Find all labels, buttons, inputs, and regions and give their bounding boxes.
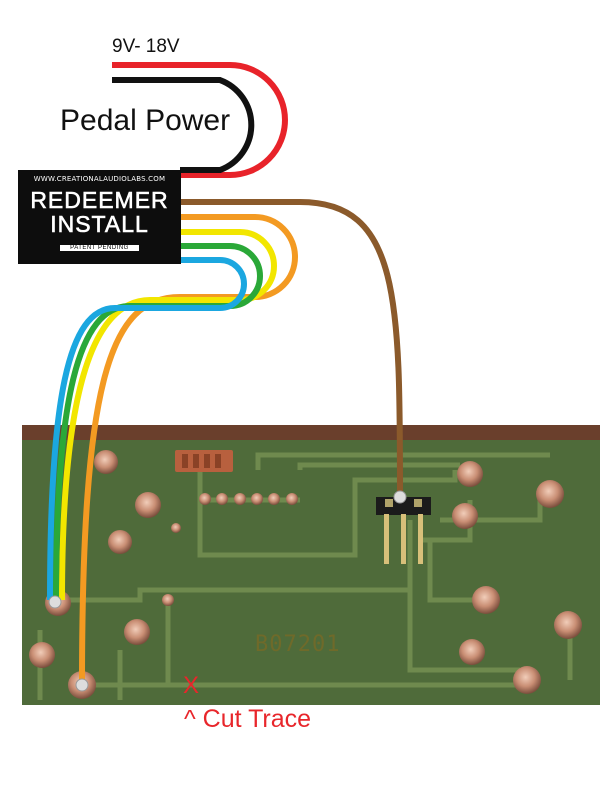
header-pins (376, 497, 431, 564)
module-patent-label: PATENT PENDING (60, 245, 139, 251)
signal-wires-endpoint (48, 595, 62, 609)
cut-trace-label: ^ Cut Trace (184, 705, 312, 733)
blue-wire (47, 257, 247, 601)
ribbon-connector (175, 450, 233, 472)
power-black-wire (112, 77, 255, 173)
redeemer-module: WWW.CREATIONALAUDIOLABS.COM REDEEMER INS… (18, 170, 181, 264)
pcb-body (22, 440, 600, 705)
power-red-wire (112, 62, 288, 178)
cut-mark: X (183, 672, 200, 699)
module-url: WWW.CREATIONALAUDIOLABS.COM (33, 175, 166, 183)
module-title-line1: REDEEMER (30, 187, 169, 213)
orange-wire-endpoint (75, 678, 89, 692)
brown-wire (180, 199, 403, 498)
circuit-board (22, 425, 600, 705)
board-code-label: B07201 (255, 632, 341, 657)
brown-wire-endpoint (393, 490, 407, 504)
voltage-label: 9V- 18V (112, 36, 180, 57)
solder-pads (29, 450, 582, 699)
pedal-power-label: Pedal Power (60, 104, 231, 137)
module-title-line2: INSTALL (50, 211, 149, 237)
